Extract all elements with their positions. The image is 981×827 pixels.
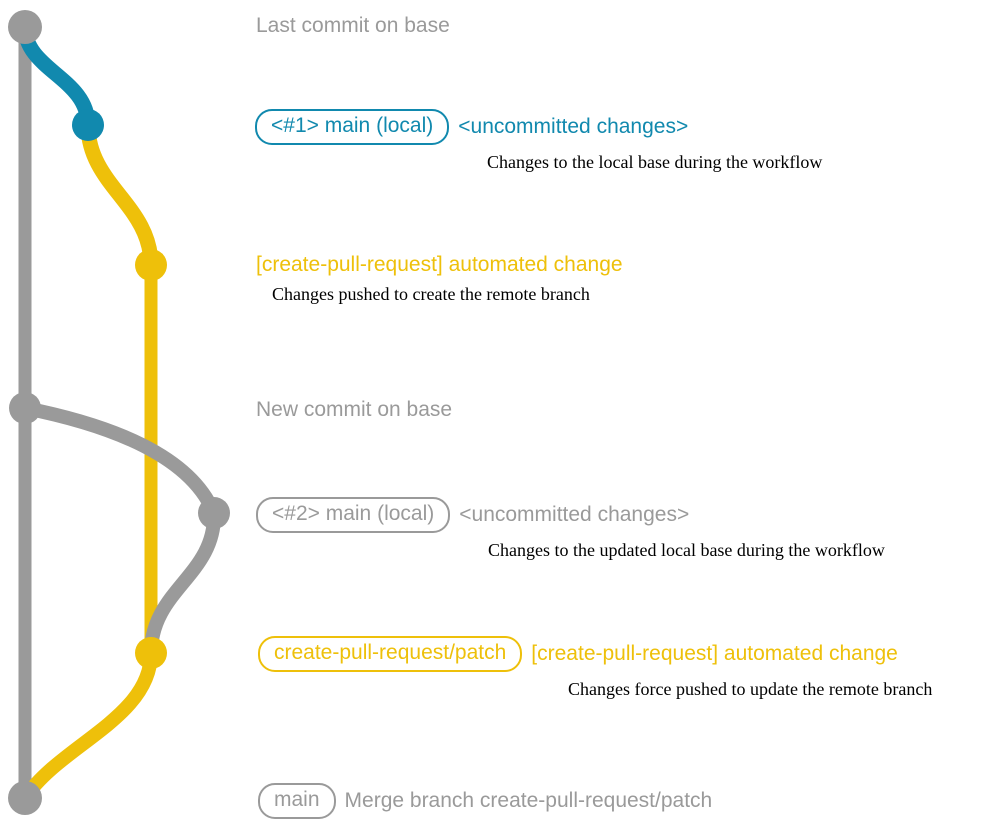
edge-base-new-to-local-2 (18, 401, 221, 520)
commit-message: New commit on base (256, 398, 453, 421)
row-head: create-pull-request/patch [create-pull-r… (258, 636, 898, 672)
edge-patch-2-to-merge (18, 646, 158, 805)
commit-node-base-last[interactable] (8, 10, 42, 44)
commit-message: [create-pull-request] automated change (256, 253, 623, 276)
branch-badge-main-local-2[interactable]: <#2> main (local) (256, 497, 451, 533)
commit-message: Last commit on base (256, 14, 450, 37)
row-last-commit-on-base: Last commit on base (256, 14, 450, 38)
edge-local-1-to-patch-1 (80, 117, 159, 273)
row-head: [create-pull-request] automated change (256, 253, 623, 277)
commit-node-local-2[interactable] (198, 497, 230, 529)
commit-message: <uncommitted changes> (458, 115, 689, 138)
edge-local-2-to-patch-2 (144, 506, 222, 660)
commit-description: Changes pushed to create the remote bran… (272, 284, 590, 304)
row-head: main Merge branch create-pull-request/pa… (258, 783, 712, 819)
row-head: <#1> main (local) <uncommitted changes> (255, 109, 688, 145)
commit-message: Merge branch create-pull-request/patch (344, 789, 713, 812)
commit-description: Changes to the local base during the wor… (487, 152, 823, 172)
commit-node-base-new[interactable] (9, 392, 41, 424)
row-head: Last commit on base (256, 14, 450, 38)
branch-badge-main-local-1[interactable]: <#1> main (local) (255, 109, 450, 145)
row-local-commit-2: <#2> main (local) <uncommitted changes> … (256, 497, 885, 561)
row-local-commit-1: <#1> main (local) <uncommitted changes> … (255, 109, 822, 173)
branch-badge-main[interactable]: main (258, 783, 336, 819)
row-automated-change-2: create-pull-request/patch [create-pull-r… (258, 636, 932, 700)
row-automated-change-1: [create-pull-request] automated change C… (256, 253, 623, 305)
commit-node-patch-2[interactable] (135, 637, 167, 669)
commit-message: <uncommitted changes> (459, 503, 690, 526)
branch-badge-create-pull-request-patch[interactable]: create-pull-request/patch (258, 636, 523, 672)
commit-node-local-1[interactable] (72, 109, 104, 141)
row-head: New commit on base (256, 398, 452, 422)
commit-node-patch-1[interactable] (135, 249, 167, 281)
commit-node-base-merge[interactable] (8, 781, 42, 815)
row-head: <#2> main (local) <uncommitted changes> (256, 497, 689, 533)
commit-description: Changes to the updated local base during… (488, 540, 885, 560)
commit-description: Changes force pushed to update the remot… (568, 679, 933, 699)
row-merge-commit: main Merge branch create-pull-request/pa… (258, 783, 712, 819)
commit-message: [create-pull-request] automated change (531, 642, 898, 665)
row-new-commit-on-base: New commit on base (256, 398, 452, 422)
